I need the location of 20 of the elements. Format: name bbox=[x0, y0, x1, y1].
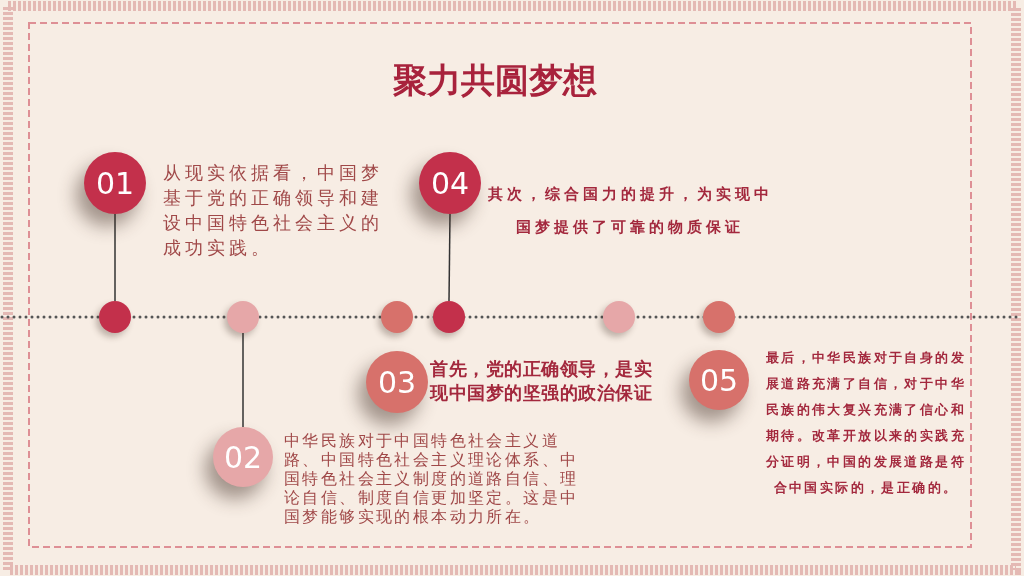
number-circle: 02 bbox=[213, 427, 273, 487]
description-text: 首先，党的正确领导，是实现中国梦的坚强的政治保证 bbox=[430, 357, 653, 405]
timeline-dot bbox=[433, 301, 465, 333]
number-circle: 03 bbox=[366, 351, 428, 413]
connector-line bbox=[448, 213, 451, 302]
description-text: 中华民族对于中国特色社会主义道路、中国特色社会主义理论体系、中国特色社会主义制度的道路自信、理论自信、制度自信更加坚定。这是中国梦能够实现的根本动力所在。 bbox=[284, 432, 580, 527]
connector-line bbox=[114, 213, 116, 302]
title: 聚力共圆梦想 bbox=[392, 59, 598, 102]
connector-line bbox=[242, 332, 244, 428]
number-circle: 05 bbox=[689, 350, 749, 410]
number-circle: 01 bbox=[84, 152, 146, 214]
timeline-dot bbox=[227, 301, 259, 333]
timeline-dot bbox=[703, 301, 735, 333]
number-circle: 04 bbox=[419, 152, 481, 214]
description-text: 最后，中华民族对于自身的发展道路充满了自信，对于中华民族的伟大复兴充满了信心和期待。改革开放以来的实践充分证明，中国的发展道路是符合中国实际的，是正确的。 bbox=[764, 349, 968, 497]
timeline-dot bbox=[381, 301, 413, 333]
timeline-dot bbox=[99, 301, 131, 333]
description-text: 从现实依据看，中国梦基于党的正确领导和建设中国特色社会主义的成功实践。 bbox=[163, 161, 384, 260]
timeline-dot bbox=[603, 301, 635, 333]
description-text: 其次，综合国力的提升，为实现中国梦提供了可靠的物质保证 bbox=[486, 184, 774, 238]
